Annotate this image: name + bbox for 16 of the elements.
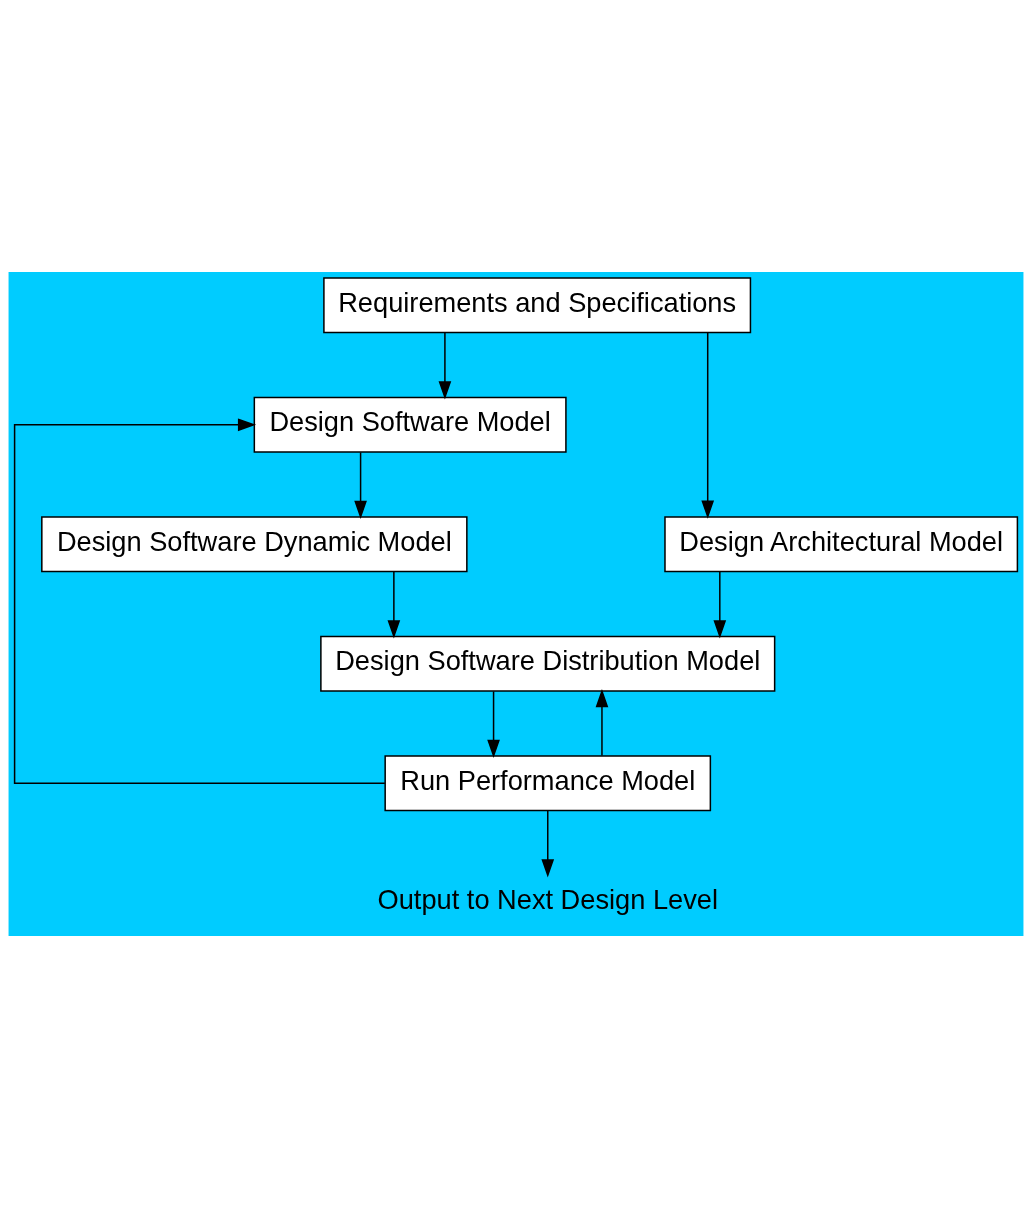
arrow <box>438 331 452 399</box>
arrow <box>541 809 555 877</box>
arrow <box>595 688 609 756</box>
node-box: Requirements and Specifications <box>323 276 752 333</box>
node-text: Output to Next Design Level <box>377 883 718 915</box>
arrow <box>701 331 715 519</box>
node-box: Run Performance Model <box>384 754 712 811</box>
node-box: Design Software Model <box>253 396 567 453</box>
arrow <box>354 451 367 519</box>
node-box: Design Software Dynamic Model <box>41 515 468 572</box>
node-box: Design Architectural Model <box>664 515 1019 572</box>
arrow <box>387 570 401 638</box>
arrow <box>713 570 727 638</box>
arrow <box>13 417 386 784</box>
node-box: Design Software Distribution Model <box>320 635 776 692</box>
arrow <box>487 690 500 758</box>
